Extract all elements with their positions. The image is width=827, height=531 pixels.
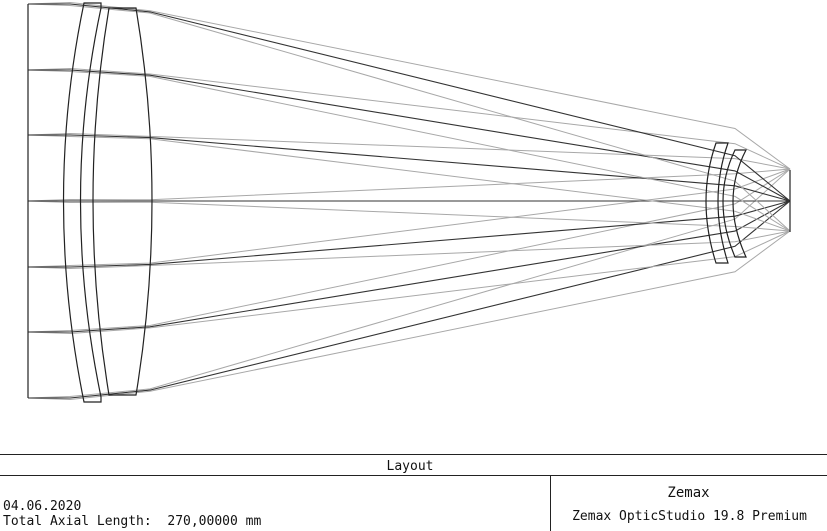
front-lens-2: [92, 7, 153, 396]
axial-length-value: 270,00000 mm: [167, 514, 262, 529]
front-lens-1: [62, 2, 102, 403]
ray-field-axis-2: [28, 134, 791, 202]
ray-field-upper-1: [27, 67, 791, 170]
total-axial-length: Total Axial Length: 270,00000 mm: [3, 514, 261, 529]
ray-field-upper-3: [27, 168, 791, 202]
ray-field-lower-3: [27, 200, 791, 232]
ray-field-upper-0: [27, 1, 791, 170]
ray-field-lower-0: [27, 3, 791, 232]
rear-lens-2: [722, 149, 747, 258]
ray-field-upper-5: [27, 168, 791, 333]
ray-field-lower-5: [27, 230, 791, 335]
optical-layout-diagram: [27, 1, 791, 403]
axial-length-label: Total Axial Length:: [3, 514, 152, 529]
layout-date: 04.06.2020: [3, 499, 82, 514]
lens-elements-group: [62, 2, 791, 403]
ray-field-upper-6: [27, 168, 791, 399]
ray-field-axis-0: [28, 3, 791, 202]
ray-field-axis-4: [28, 200, 791, 268]
title-block: Layout 04.06.2020 Total Axial Length: 27…: [0, 454, 827, 531]
company-name: Zemax: [667, 485, 710, 501]
rear-lens-1: [705, 142, 729, 264]
ray-field-upper-4: [27, 168, 791, 268]
title-block-top-border: [0, 454, 827, 455]
ray-field-lower-6: [27, 230, 791, 401]
title-block-column-divider: [550, 475, 551, 531]
ray-fan-group: [27, 1, 791, 401]
layout-title: Layout: [386, 459, 434, 474]
product-version: Zemax OpticStudio 19.8 Premium: [572, 509, 807, 524]
ray-field-lower-1: [27, 69, 791, 232]
title-block-divider: [0, 475, 827, 476]
